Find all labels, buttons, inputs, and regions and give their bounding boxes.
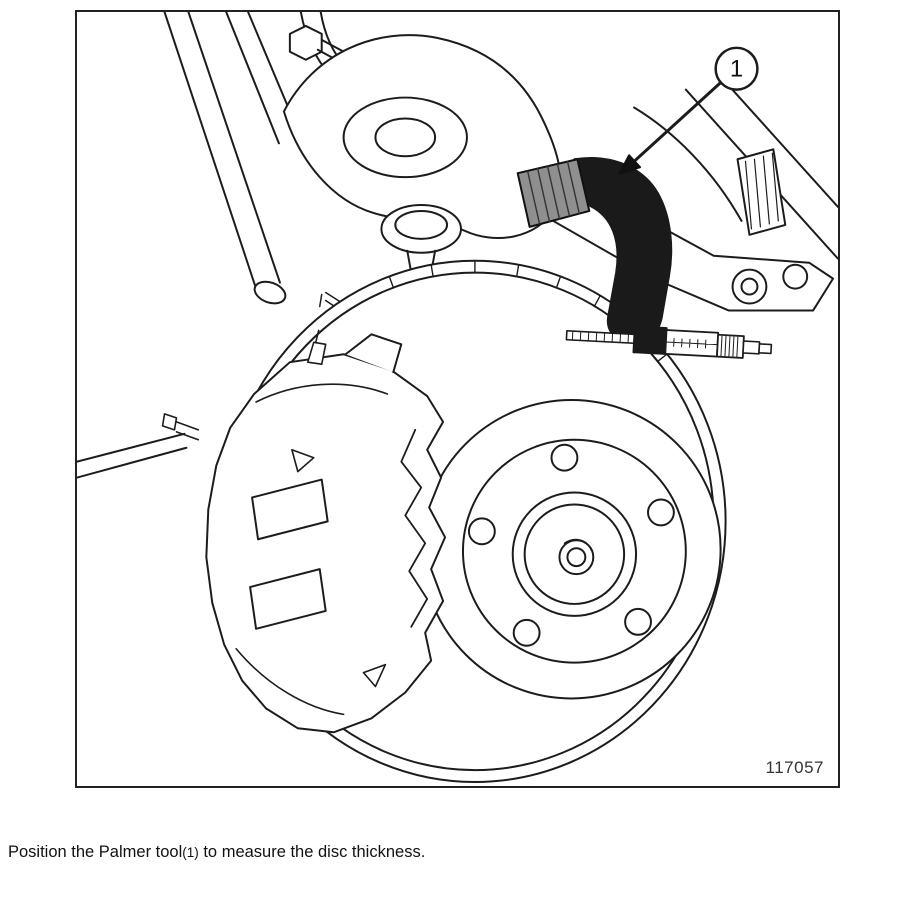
callout-badge (714, 46, 759, 91)
lug-hole (624, 607, 652, 636)
hub-cap (558, 539, 595, 576)
hatched-panel (736, 148, 787, 236)
callout-arrow (630, 81, 723, 165)
caliper-fingers (400, 428, 429, 628)
brake-caliper (161, 329, 447, 734)
caption-text: to measure the disc thickness. (198, 842, 426, 861)
guide-pin (306, 329, 327, 365)
figure-frame: 1 117057 (75, 10, 840, 788)
tool-spindle (565, 325, 773, 359)
callout-1: 1 (618, 46, 759, 176)
callout-arrowhead (618, 154, 642, 176)
pad-window (251, 478, 329, 541)
ball-joint-boot (380, 204, 462, 274)
figure-number: 117057 (765, 758, 824, 777)
caption-ref-1: (1) (182, 844, 199, 860)
bleed-screw (161, 413, 200, 441)
lug-hole (550, 443, 579, 472)
lug-hole (647, 498, 675, 527)
lug-hole (512, 618, 541, 647)
caption-text: Position the Palmer tool (8, 842, 183, 861)
tie-rod (77, 432, 188, 479)
tool-anvil (516, 158, 591, 228)
pad-window (249, 568, 327, 630)
callout-label: 1 (730, 56, 743, 83)
lug-hole (467, 517, 496, 546)
figure-caption: Position the Palmer tool(1) to measure t… (8, 843, 425, 862)
palmer-tool (516, 157, 773, 359)
hex-bolt (288, 24, 323, 61)
brake-disc-measurement-diagram: 1 (77, 12, 838, 784)
